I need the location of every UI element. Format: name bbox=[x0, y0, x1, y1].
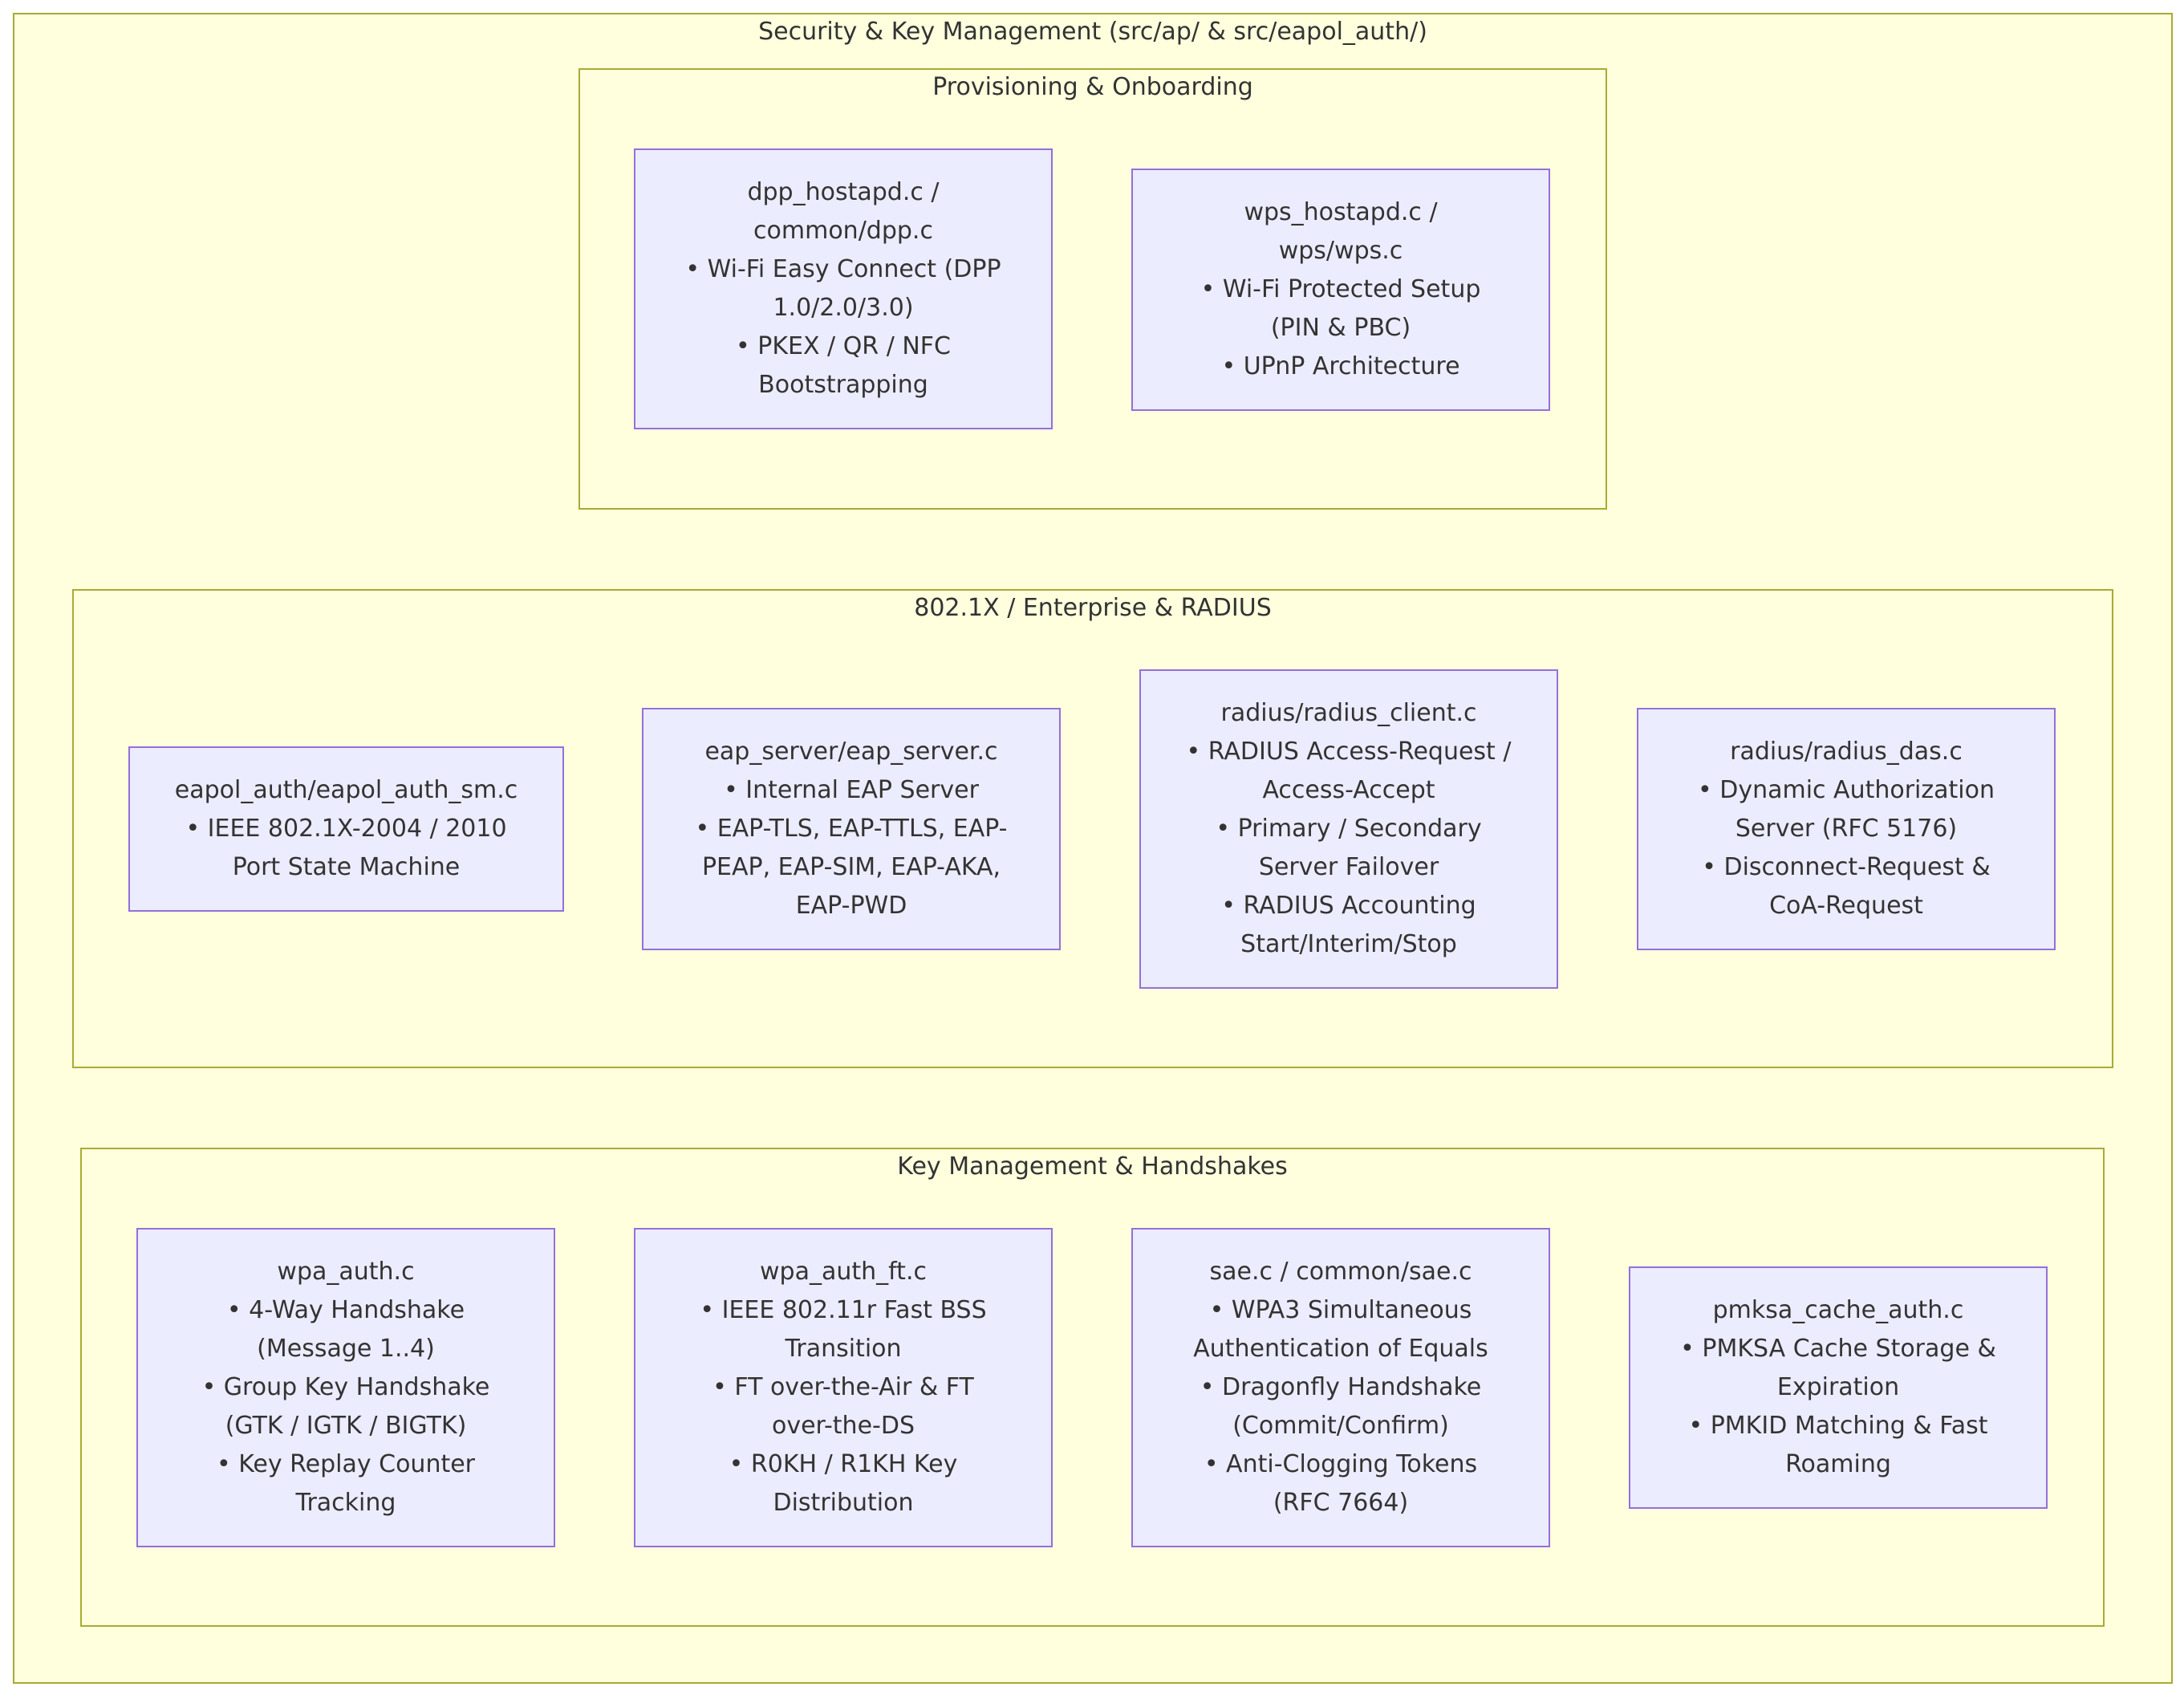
node-text-line: • Dynamic Authorization bbox=[1697, 776, 1995, 804]
node-title: wpa_auth.c bbox=[277, 1258, 415, 1286]
cluster-title: Security & Key Management (src/ap/ & src… bbox=[758, 18, 1427, 46]
node-text-line: common/dpp.c bbox=[753, 217, 933, 245]
node-text-line: Bootstrapping bbox=[758, 371, 928, 399]
cluster-title: Key Management & Handshakes bbox=[897, 1152, 1288, 1181]
node-title: wps_hostapd.c / bbox=[1244, 198, 1438, 226]
node-text-line: Tracking bbox=[295, 1489, 396, 1517]
cluster-title: Provisioning & Onboarding bbox=[932, 73, 1253, 101]
node-eap-server[interactable]: eap_server/eap_server.c • Internal EAP Se… bbox=[642, 708, 1061, 950]
node-title: eap_server/eap_server.c bbox=[704, 738, 998, 766]
node-text-line: over-the-DS bbox=[771, 1412, 915, 1440]
node-text-line: Start/Interim/Stop bbox=[1240, 930, 1457, 958]
node-text-line: • Wi-Fi Protected Setup bbox=[1200, 275, 1481, 303]
node-dpp-hostapd[interactable]: dpp_hostapd.c / common/dpp.c • Wi-Fi Easy … bbox=[634, 148, 1053, 429]
node-text-line: EAP-PWD bbox=[795, 892, 907, 920]
node-text-line: • Primary / Secondary bbox=[1216, 815, 1482, 843]
node-text-line: • PKEX / QR / NFC bbox=[736, 332, 951, 360]
node-title: wpa_auth_ft.c bbox=[760, 1258, 927, 1286]
node-title: sae.c / common/sae.c bbox=[1209, 1258, 1472, 1286]
node-text-line: • Group Key Handshake bbox=[201, 1373, 490, 1401]
node-pmksa-cache-auth[interactable]: pmksa_cache_auth.c • PMKSA Cache Storage … bbox=[1629, 1266, 2048, 1509]
node-text-line: 1.0/2.0/3.0) bbox=[773, 294, 914, 322]
node-text-line: Access-Accept bbox=[1262, 776, 1435, 804]
node-text-line: PEAP, EAP-SIM, EAP-AKA, bbox=[701, 853, 1001, 881]
node-text-line: Expiration bbox=[1776, 1373, 1900, 1401]
node-radius-client[interactable]: radius/radius_client.c • RADIUS Access-Re… bbox=[1139, 669, 1558, 989]
node-text-line: • IEEE 802.11r Fast BSS bbox=[700, 1296, 987, 1324]
node-text-line: • EAP-TLS, EAP-TTLS, EAP- bbox=[695, 815, 1008, 843]
node-text-line: CoA-Request bbox=[1769, 892, 1923, 920]
node-text-line: Port State Machine bbox=[232, 853, 461, 881]
node-title: pmksa_cache_auth.c bbox=[1712, 1296, 1964, 1324]
node-text-line: • Dragonfly Handshake bbox=[1200, 1373, 1482, 1401]
node-title: radius/radius_client.c bbox=[1220, 699, 1477, 727]
node-text-line: • RADIUS Accounting bbox=[1221, 892, 1476, 920]
node-eapol-auth-sm[interactable]: eapol_auth/eapol_auth_sm.c • IEEE 802.1X-… bbox=[128, 746, 564, 912]
node-text-line: • WPA3 Simultaneous bbox=[1209, 1296, 1472, 1324]
node-text-line: (Commit/Confirm) bbox=[1232, 1412, 1449, 1440]
node-text-line: (GTK / IGTK / BIGTK) bbox=[225, 1412, 467, 1440]
node-text-line: • Disconnect-Request & bbox=[1702, 853, 1991, 881]
node-wpa-auth-ft[interactable]: wpa_auth_ft.c • IEEE 802.11r Fast BSS Tran… bbox=[634, 1228, 1053, 1547]
node-wps-hostapd[interactable]: wps_hostapd.c / wps/wps.c • Wi-Fi Protecte… bbox=[1131, 169, 1550, 411]
node-text-line: • Wi-Fi Easy Connect (DPP bbox=[685, 255, 1001, 283]
node-text-line: wps/wps.c bbox=[1278, 237, 1403, 265]
node-text-line: • IEEE 802.1X-2004 / 2010 bbox=[185, 815, 507, 843]
node-text-line: • UPnP Architecture bbox=[1221, 352, 1460, 380]
node-text-line: (RFC 7664) bbox=[1273, 1489, 1409, 1517]
node-wpa-auth[interactable]: wpa_auth.c • 4-Way Handshake (Message 1..4… bbox=[136, 1228, 555, 1547]
node-text-line: (Message 1..4) bbox=[257, 1335, 435, 1363]
node-title: eapol_auth/eapol_auth_sm.c bbox=[174, 776, 518, 804]
node-text-line: • Key Replay Counter bbox=[216, 1450, 476, 1478]
node-text-line: Transition bbox=[785, 1335, 902, 1363]
node-text-line: Roaming bbox=[1785, 1450, 1891, 1478]
node-text-line: • RADIUS Access-Request / bbox=[1186, 738, 1512, 766]
node-text-line: • PMKSA Cache Storage & bbox=[1680, 1335, 1996, 1363]
node-text-line: • Anti-Clogging Tokens bbox=[1204, 1450, 1478, 1478]
node-text-line: (PIN & PBC) bbox=[1270, 314, 1411, 342]
node-text-line: Server Failover bbox=[1258, 853, 1439, 881]
node-text-line: • PMKID Matching & Fast bbox=[1688, 1412, 1988, 1440]
node-text-line: Server (RFC 5176) bbox=[1735, 815, 1958, 843]
node-text-line: Authentication of Equals bbox=[1193, 1335, 1488, 1363]
cluster-title: 802.1X / Enterprise & RADIUS bbox=[914, 594, 1272, 622]
node-text-line: Distribution bbox=[773, 1489, 914, 1517]
node-text-line: • Internal EAP Server bbox=[724, 776, 979, 804]
node-title: radius/radius_das.c bbox=[1730, 738, 1963, 766]
node-text-line: • R0KH / R1KH Key bbox=[729, 1450, 958, 1478]
node-title: dpp_hostapd.c / bbox=[747, 178, 940, 206]
node-radius-das[interactable]: radius/radius_das.c • Dynamic Authorizati… bbox=[1637, 708, 2056, 950]
node-text-line: • FT over-the-Air & FT bbox=[712, 1373, 974, 1401]
node-text-line: • 4-Way Handshake bbox=[226, 1296, 465, 1324]
